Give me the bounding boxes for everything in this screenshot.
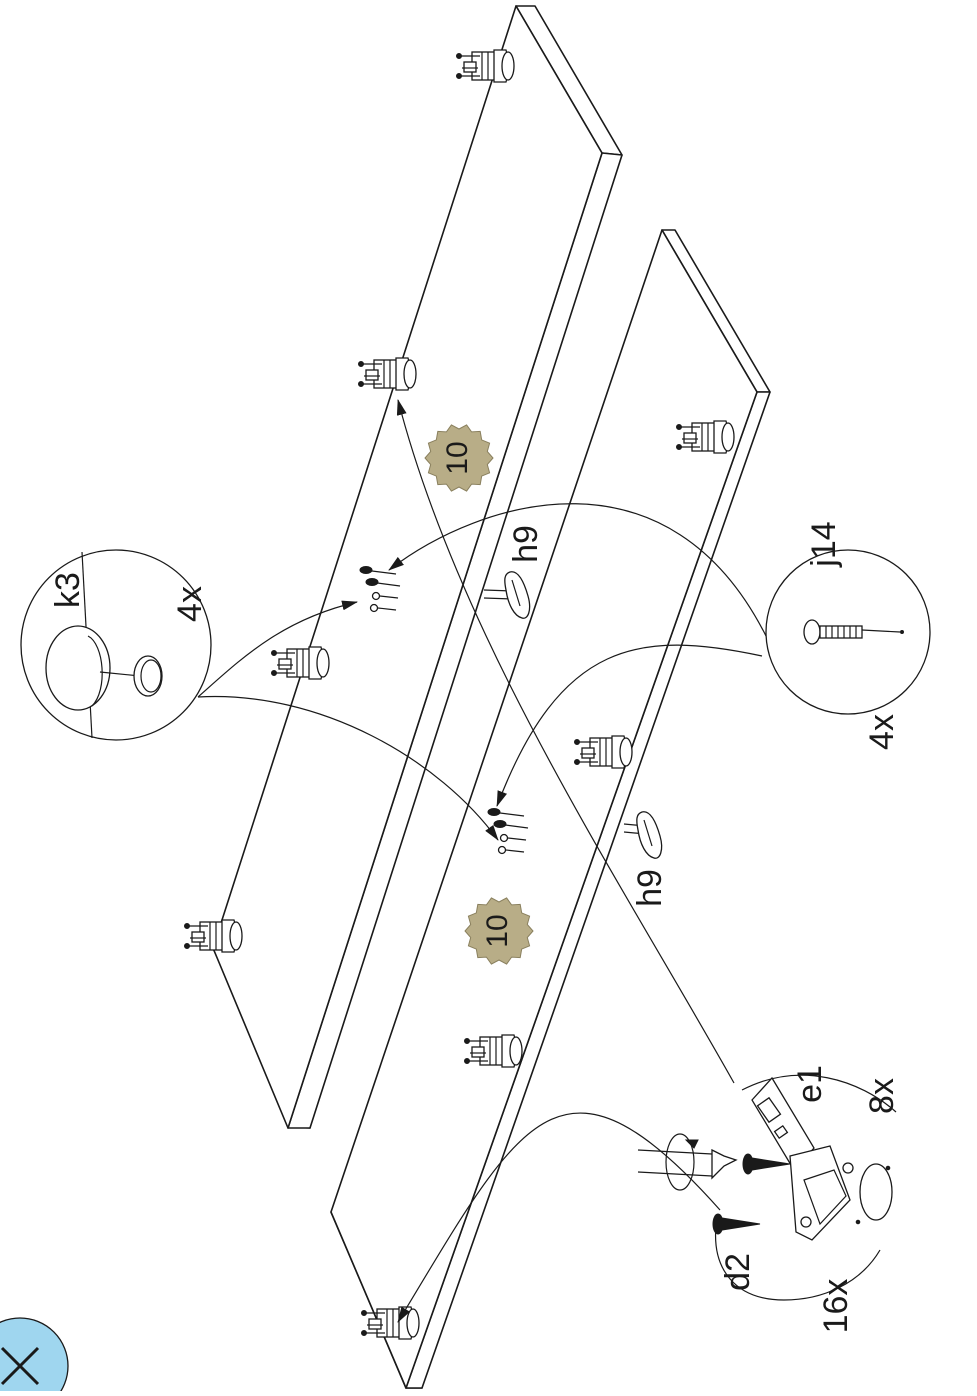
k3-quantity: 4x (171, 586, 209, 622)
h9-label-top: h9 (507, 525, 545, 563)
screwdriver-icon (637, 1133, 738, 1191)
hinge-e1-icon (751, 1076, 893, 1241)
screw-d2-icon (712, 1153, 791, 1235)
j14-detail: j14 4x (765, 521, 931, 750)
close-button[interactable] (0, 1317, 69, 1396)
d2-quantity: 16x (817, 1279, 855, 1334)
k3-label: k3 (49, 572, 87, 608)
top-shelf-panel (212, 5, 623, 1129)
step-badge-number: 10 (481, 914, 514, 947)
e1-label: e1 (791, 1065, 829, 1103)
j14-quantity: 4x (863, 714, 901, 750)
connector-lines (197, 399, 769, 1323)
d2-label: d2 (719, 1253, 757, 1291)
h9-label-bottom: h9 (631, 869, 669, 907)
handle-h9-bottom (623, 811, 663, 859)
step-badge-bottom: 10 (464, 897, 534, 965)
j14-label: j14 (805, 521, 843, 567)
close-icon (0, 1346, 40, 1386)
handle-h9-top (483, 571, 531, 619)
e1-quantity: 8x (863, 1078, 901, 1114)
hinge-install-detail: e1 8x d2 16x (637, 1065, 901, 1334)
step-badge-number: 10 (441, 441, 474, 474)
step-badge-top: 10 (424, 424, 494, 492)
k3-detail: k3 4x (20, 549, 212, 741)
